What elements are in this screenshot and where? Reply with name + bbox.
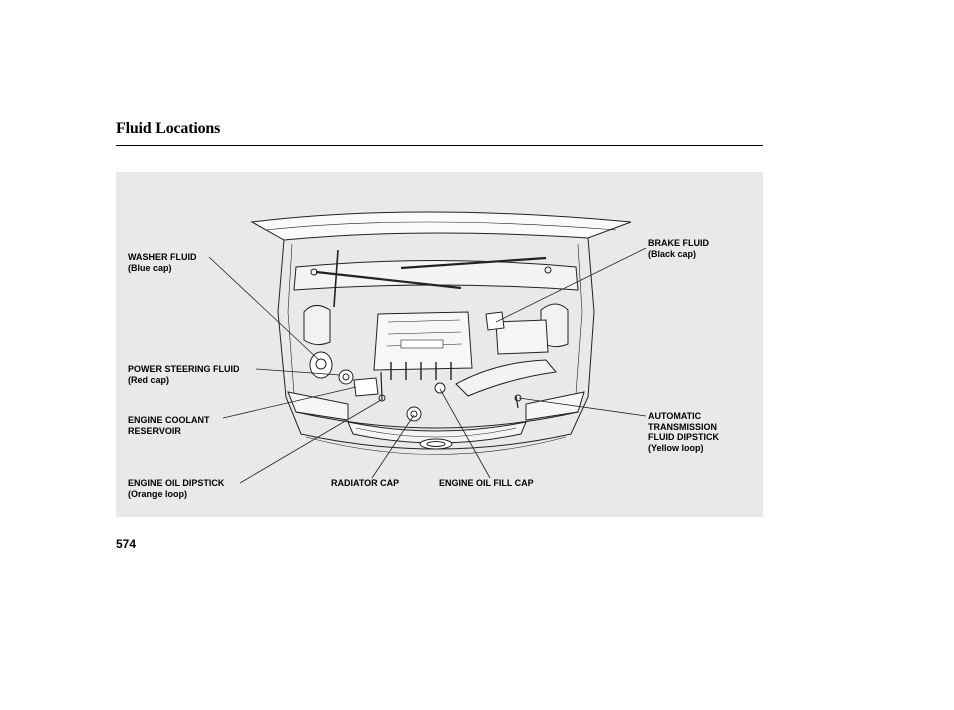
leader-washer-fluid [208, 256, 320, 361]
label-automatic-transmission-fluid-dipstick: AUTOMATIC TRANSMISSION FLUID DIPSTICK (Y… [648, 411, 719, 453]
label-atf-line1: AUTOMATIC [648, 411, 702, 421]
label-engine-coolant-reservoir-line2: RESERVOIR [128, 425, 181, 436]
page-title: Fluid Locations [116, 120, 221, 137]
label-engine-oil-dipstick: ENGINE OIL DIPSTICK (Orange loop) [128, 478, 224, 499]
label-brake-fluid: BRAKE FLUID (Black cap) [648, 238, 709, 259]
label-power-steering-fluid-note: (Red cap) [128, 374, 170, 385]
label-engine-coolant-reservoir-line1: ENGINE COOLANT [128, 415, 210, 425]
title-divider [116, 145, 763, 146]
label-power-steering-fluid-name: POWER STEERING FLUID [128, 364, 240, 374]
label-engine-oil-fill-cap-name: ENGINE OIL FILL CAP [439, 478, 534, 488]
label-radiator-cap-name: RADIATOR CAP [331, 478, 400, 488]
label-engine-oil-dipstick-note: (Orange loop) [128, 488, 187, 499]
leader-engine-coolant-reservoir [222, 386, 357, 419]
leader-brake-fluid [495, 247, 647, 323]
label-brake-fluid-name: BRAKE FLUID [648, 238, 709, 248]
label-washer-fluid: WASHER FLUID (Blue cap) [128, 252, 197, 273]
leader-radiator-cap [371, 414, 415, 479]
label-power-steering-fluid: POWER STEERING FLUID (Red cap) [128, 364, 240, 385]
label-engine-oil-fill-cap: ENGINE OIL FILL CAP [439, 478, 534, 489]
engine-bay-illustration [208, 211, 647, 484]
label-washer-fluid-note: (Blue cap) [128, 262, 172, 273]
label-atf-line2: TRANSMISSION [648, 421, 718, 432]
label-washer-fluid-name: WASHER FLUID [128, 252, 197, 262]
page-number: 574 [116, 537, 137, 551]
leader-power-steering-fluid [255, 368, 341, 376]
label-atf-note: (Yellow loop) [648, 442, 704, 453]
leader-atf-dipstick [518, 397, 647, 417]
engine-compartment-figure: WASHER FLUID (Blue cap) POWER STEERING F… [116, 172, 763, 517]
leader-engine-oil-fill-cap [439, 388, 491, 479]
label-radiator-cap: RADIATOR CAP [331, 478, 399, 489]
label-atf-line3: FLUID DIPSTICK [648, 432, 719, 442]
label-engine-oil-dipstick-name: ENGINE OIL DIPSTICK [128, 478, 225, 488]
label-brake-fluid-note: (Black cap) [648, 248, 697, 259]
leader-engine-oil-dipstick [239, 399, 382, 484]
label-engine-coolant-reservoir: ENGINE COOLANT RESERVOIR [128, 415, 210, 436]
